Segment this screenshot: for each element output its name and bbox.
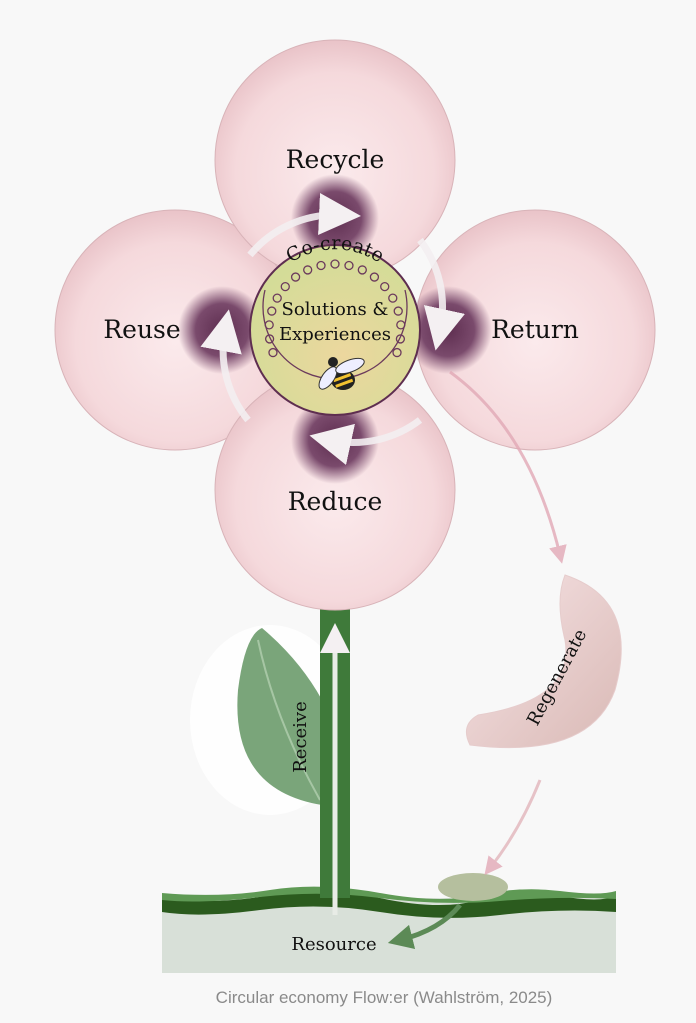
petals [54, 39, 656, 611]
seed-to-ground-arrow [484, 779, 542, 876]
petal-label-reduce: Reduce [288, 487, 383, 516]
resource-label: Resource [291, 934, 376, 955]
center-dot [392, 347, 402, 358]
center-dot [264, 334, 275, 344]
petal-label-recycle: Recycle [286, 145, 385, 174]
center-line-2: Experiences [279, 324, 391, 345]
center-dot [396, 320, 406, 330]
center-dot [268, 347, 278, 358]
center-dot [388, 293, 398, 303]
center-dot [393, 306, 403, 316]
center-dot [280, 281, 290, 292]
center-dot [303, 265, 313, 275]
figure-caption: Circular economy Flow:er (Wahlström, 202… [216, 988, 553, 1007]
ground-grass-top [162, 886, 616, 903]
resource-arrow [387, 903, 462, 950]
center-dot [344, 260, 354, 271]
center-dot [290, 272, 301, 282]
flower-center [249, 244, 421, 416]
petal-label-reuse: Reuse [103, 315, 180, 344]
center-dot [316, 260, 326, 271]
center-dot [330, 259, 340, 269]
bee-icon [318, 357, 365, 390]
regenerate-arrow [449, 370, 567, 564]
center-line-1: Solutions & [282, 299, 389, 320]
center-dot [380, 281, 390, 292]
cycle-arrows [200, 193, 465, 465]
petal-label-return: Return [491, 315, 579, 344]
center-dot [264, 320, 274, 330]
center-dot [267, 306, 277, 316]
receive-label: Receive [290, 701, 311, 773]
regenerate-seed [465, 574, 622, 749]
center-dot [357, 265, 367, 275]
center-dot [272, 293, 282, 303]
seed-mound [438, 873, 508, 901]
center-dot [395, 334, 406, 344]
center-dot [369, 272, 380, 282]
